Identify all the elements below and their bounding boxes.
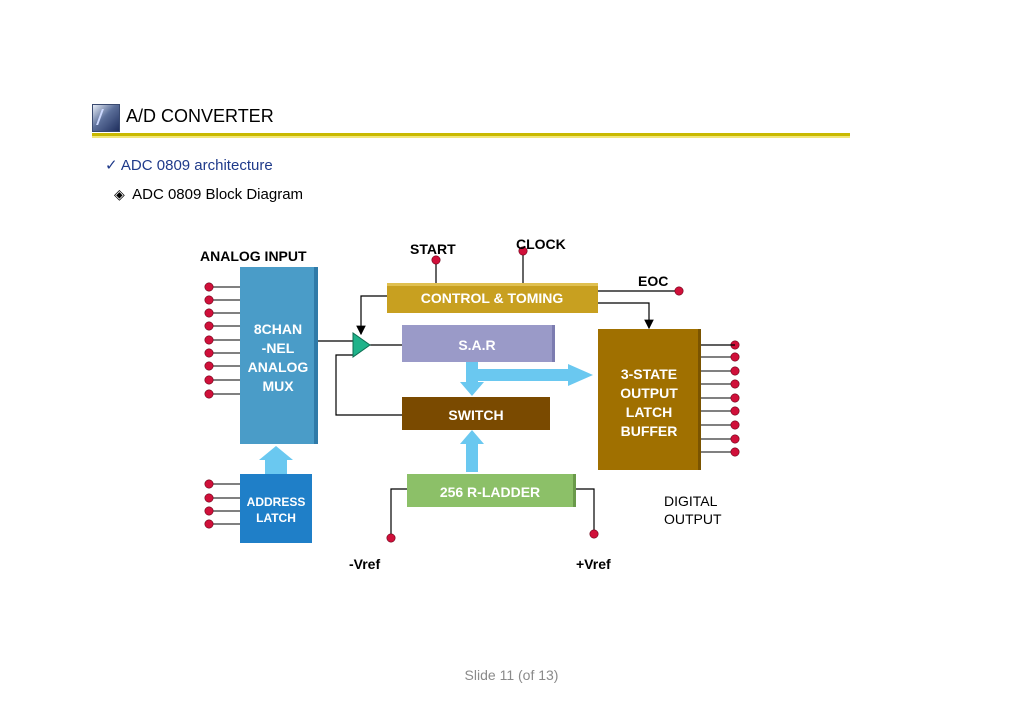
- mux-label-4: MUX: [262, 378, 294, 394]
- switch-label: SWITCH: [448, 407, 503, 423]
- digital-output-pin: [730, 366, 740, 376]
- clock-pin: [518, 246, 528, 256]
- title-underline-light: [92, 136, 850, 138]
- analog-input-pin: [204, 375, 214, 385]
- control-label: CONTROL & TOMING: [421, 290, 564, 306]
- mux-label-3: ANALOG: [248, 359, 309, 375]
- digital-output-pin: [730, 393, 740, 403]
- address-pin: [204, 493, 214, 503]
- analog-input-pin: [204, 295, 214, 305]
- page-title: A/D CONVERTER: [126, 106, 274, 126]
- digital-output-pin: [730, 447, 740, 457]
- digital-output-pins: [700, 340, 740, 457]
- slide-counter: Slide 11 (of 13): [464, 667, 559, 683]
- address-latch-label-1: ADDRESS: [247, 495, 306, 509]
- diamond-icon: ◈: [114, 186, 125, 202]
- address-pins: [204, 479, 240, 529]
- sar-block: S.A.R: [402, 325, 555, 362]
- vref-neg-pin: [386, 533, 396, 543]
- signal-pins: [386, 246, 684, 543]
- analog-input-pin: [204, 348, 214, 358]
- address-latch-block: ADDRESS LATCH: [240, 474, 312, 543]
- digital-output-pin: [730, 406, 740, 416]
- address-latch-label-2: LATCH: [256, 511, 296, 525]
- address-pin: [204, 519, 214, 529]
- output-latch-label-2: OUTPUT: [620, 385, 678, 401]
- output-latch-label-3: LATCH: [626, 404, 672, 420]
- r-ladder-label: 256 R-LADDER: [440, 484, 540, 500]
- comparator-icon: [352, 332, 371, 358]
- start-label: START: [410, 241, 456, 257]
- digital-output-label-2: OUTPUT: [664, 511, 722, 527]
- address-to-mux-arrow: [259, 446, 293, 474]
- analog-input-pins: [204, 282, 240, 399]
- mux-label-2: -NEL: [262, 340, 295, 356]
- control-timing-block: CONTROL & TOMING: [387, 283, 598, 313]
- output-latch-label-4: BUFFER: [621, 423, 678, 439]
- analog-input-pin: [204, 335, 214, 345]
- bullet-block-diagram-text: ADC 0809 Block Diagram: [132, 186, 304, 203]
- sar-label: S.A.R: [458, 337, 495, 353]
- bullet-block-diagram: ◈ ADC 0809 Block Diagram: [114, 186, 303, 203]
- bullet-architecture-text: ADC 0809 architecture: [120, 157, 273, 174]
- title-underline: [92, 133, 850, 136]
- check-icon: ✓: [105, 157, 118, 174]
- analog-input-pin: [204, 282, 214, 292]
- bullet-architecture: ✓ ADC 0809 architecture: [105, 156, 273, 174]
- vref-pos-pin: [589, 529, 599, 539]
- mux-block: 8CHAN -NEL ANALOG MUX: [240, 267, 318, 444]
- start-pin: [431, 255, 441, 265]
- ladder-to-switch-arrow: [460, 430, 484, 472]
- output-latch-label-1: 3-STATE: [621, 366, 677, 382]
- analog-input-pin: [204, 321, 214, 331]
- r-ladder-block: 256 R-LADDER: [407, 474, 576, 507]
- mux-label-1: 8CHAN: [254, 321, 302, 337]
- connection-lines: [316, 253, 735, 538]
- analog-input-label: ANALOG INPUT: [200, 248, 307, 264]
- eoc-label: EOC: [638, 273, 668, 289]
- address-pin: [204, 479, 214, 489]
- analog-input-pin: [204, 361, 214, 371]
- clock-label: CLOCK: [516, 236, 566, 252]
- digital-output-pin: [730, 434, 740, 444]
- digital-output-pin: [730, 379, 740, 389]
- switch-block: SWITCH: [402, 397, 550, 430]
- logo-icon: [92, 104, 120, 132]
- analog-input-pin: [204, 389, 214, 399]
- data-flow-arrows: [259, 362, 593, 474]
- digital-output-pin: [730, 420, 740, 430]
- eoc-pin: [674, 286, 684, 296]
- address-pin: [204, 506, 214, 516]
- output-latch-block: 3-STATE OUTPUT LATCH BUFFER: [598, 329, 701, 470]
- sar-to-output-arrow: [478, 364, 593, 386]
- digital-output-pin: [730, 352, 740, 362]
- vref-pos-label: +Vref: [576, 556, 611, 572]
- digital-output-label-1: DIGITAL: [664, 493, 718, 509]
- analog-input-pin: [204, 308, 214, 318]
- vref-neg-label: -Vref: [349, 556, 380, 572]
